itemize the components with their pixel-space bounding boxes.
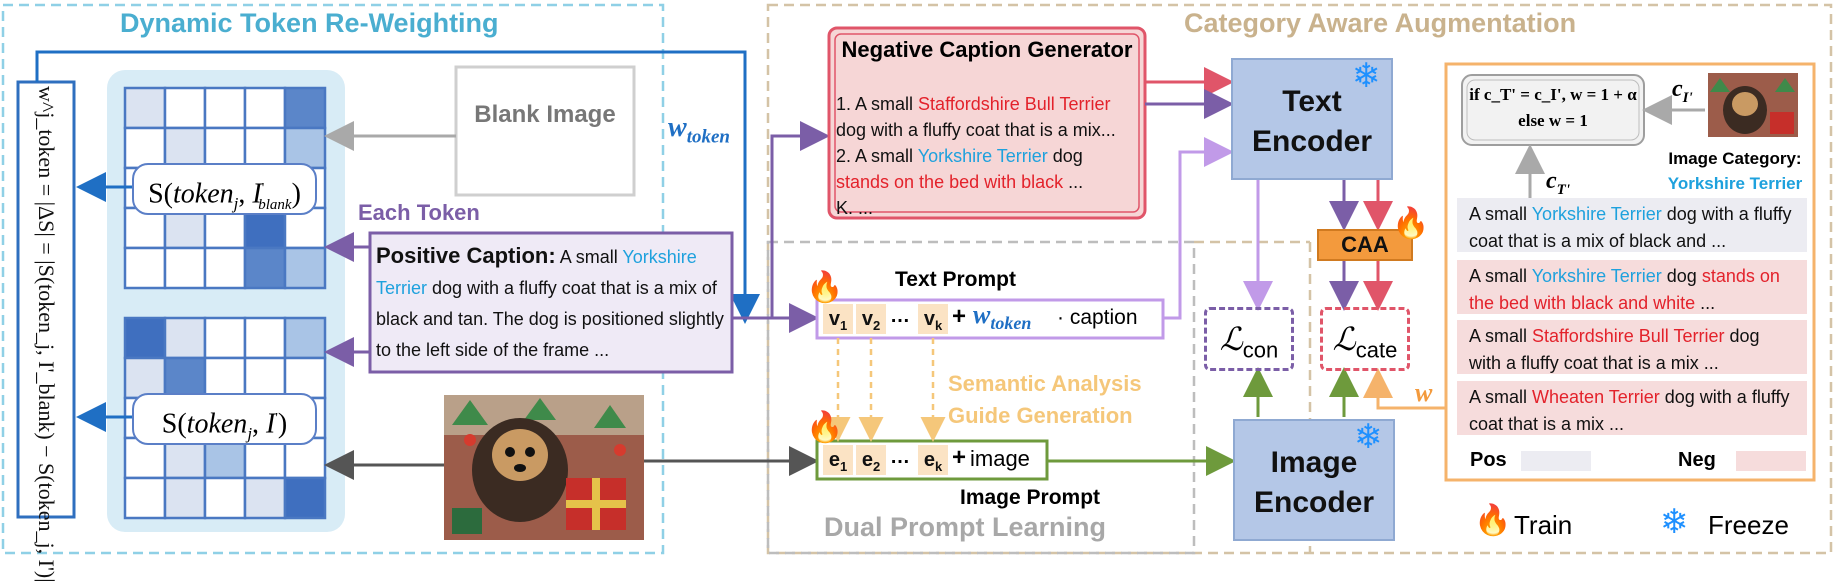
image-category: Image Category: Yorkshire Terrier <box>1667 149 1803 193</box>
text-prompt-caption: · caption <box>1057 306 1138 329</box>
legend-pos: Pos <box>1470 449 1507 471</box>
blank-image-box <box>454 65 636 197</box>
image-token-e2: e2 <box>856 445 886 475</box>
snowflake-icon: ❄ <box>1660 503 1689 541</box>
grid-cell <box>163 476 207 520</box>
grid-cell <box>123 476 167 520</box>
grid-cell <box>123 316 167 360</box>
loss-cate: ℒcate <box>1320 307 1410 371</box>
grid-cell <box>243 126 287 170</box>
grid-cell <box>243 86 287 130</box>
dpl-frame <box>766 240 1196 555</box>
text-token-v1: v1 <box>823 304 853 334</box>
grid-cell <box>203 356 247 400</box>
flame-icon: 🔥 <box>806 411 844 444</box>
grid-cell <box>283 316 327 360</box>
image-prompt-plus: + <box>952 444 967 471</box>
positive-caption-box <box>368 231 734 374</box>
similarity-blank: S(tokenj, I'blank) <box>132 163 317 215</box>
c-image-label: cI' <box>1672 76 1693 106</box>
legend-freeze: Freeze <box>1708 510 1789 540</box>
grid-cell <box>243 476 287 520</box>
grid-cell <box>203 126 247 170</box>
text-token-dots: … <box>890 305 910 327</box>
text-prompt-plus: + <box>952 303 967 330</box>
grid-cell <box>123 86 167 130</box>
image-prompt-title: Image Prompt <box>960 486 1101 509</box>
grid-cell <box>203 86 247 130</box>
weight-formula-box <box>16 80 76 519</box>
grid-cell <box>163 356 207 400</box>
blank-image-label: Blank Image <box>474 101 616 128</box>
text-encoder: Text Encoder <box>1231 58 1393 180</box>
each-token-label: Each Token <box>358 200 480 225</box>
grid-cell <box>243 316 287 360</box>
caption-negative-1: A small Yorkshire Terrier dog stands on … <box>1457 260 1807 314</box>
text-prompt-w-token: wtoken <box>973 300 1032 334</box>
image-prompt-image: image <box>970 446 1030 471</box>
dpl-title: Dual Prompt Learning <box>824 512 1107 542</box>
caption-negative-2: A small Staffordshire Bull Terrier dog w… <box>1457 320 1807 374</box>
flame-icon: 🔥 <box>1392 207 1430 240</box>
image-token-ek: ek <box>918 445 948 475</box>
caption-positive: A small Yorkshire Terrier dog with a flu… <box>1457 198 1807 252</box>
image-token-e1: e1 <box>823 445 853 475</box>
grid-cell <box>283 356 327 400</box>
weight-formula: w^j_token = |ΔS| = |S(token_j, I'_blank)… <box>34 86 59 583</box>
caption-negative-3: A small Wheaten Terrier dog with a fluff… <box>1457 381 1807 435</box>
w-weight-label: w <box>1415 378 1433 407</box>
caa-title: Category Aware Augmentation <box>1184 8 1577 38</box>
grid-cell <box>283 126 327 170</box>
legend-train: Train <box>1514 510 1573 540</box>
negative-generator-box <box>827 26 1147 220</box>
flame-icon: 🔥 <box>806 271 844 304</box>
text-token-vk: vk <box>918 304 948 334</box>
grid-cell <box>203 316 247 360</box>
category-dog-photo <box>1708 73 1798 137</box>
grid-cell <box>243 356 287 400</box>
positive-caption: Positive Caption: A small Yorkshire Terr… <box>376 243 724 360</box>
text-token-v2: v2 <box>856 304 886 334</box>
grid-cell <box>203 246 247 290</box>
w-token-label: wtoken <box>668 112 730 148</box>
dtr-title: Dynamic Token Re-Weighting <box>120 8 499 38</box>
image-token-dots: … <box>890 446 910 468</box>
flame-icon: 🔥 <box>1474 504 1512 537</box>
grid-cell <box>123 126 167 170</box>
negative-generator-title: Negative Caption Generator <box>841 37 1133 62</box>
grid-cell <box>123 246 167 290</box>
grid-cell <box>163 246 207 290</box>
image-encoder: Image Encoder <box>1233 419 1395 541</box>
legend-neg: Neg <box>1678 449 1716 471</box>
grid-cell <box>163 316 207 360</box>
text-prompt-title: Text Prompt <box>895 268 1016 291</box>
grid-cell <box>203 476 247 520</box>
similarity-image: S(tokenj, I') <box>132 393 317 445</box>
grid-cell <box>283 86 327 130</box>
grid-cell <box>123 356 167 400</box>
c-text-label: cT' <box>1546 168 1570 198</box>
grid-cell <box>283 476 327 520</box>
grid-cell <box>163 126 207 170</box>
caa-frame <box>766 3 1833 555</box>
grid-cell <box>243 246 287 290</box>
dog-photo <box>444 395 644 540</box>
grid-cell <box>283 246 327 290</box>
loss-con: ℒcon <box>1204 307 1294 371</box>
grid-cell <box>163 86 207 130</box>
snowflake-icon: ❄ <box>1354 418 1383 456</box>
caa-block: CAA <box>1317 229 1413 261</box>
snowflake-icon: ❄ <box>1352 57 1381 95</box>
negative-generator-list: 1. A small Staffordshire Bull Terrier do… <box>836 94 1116 218</box>
